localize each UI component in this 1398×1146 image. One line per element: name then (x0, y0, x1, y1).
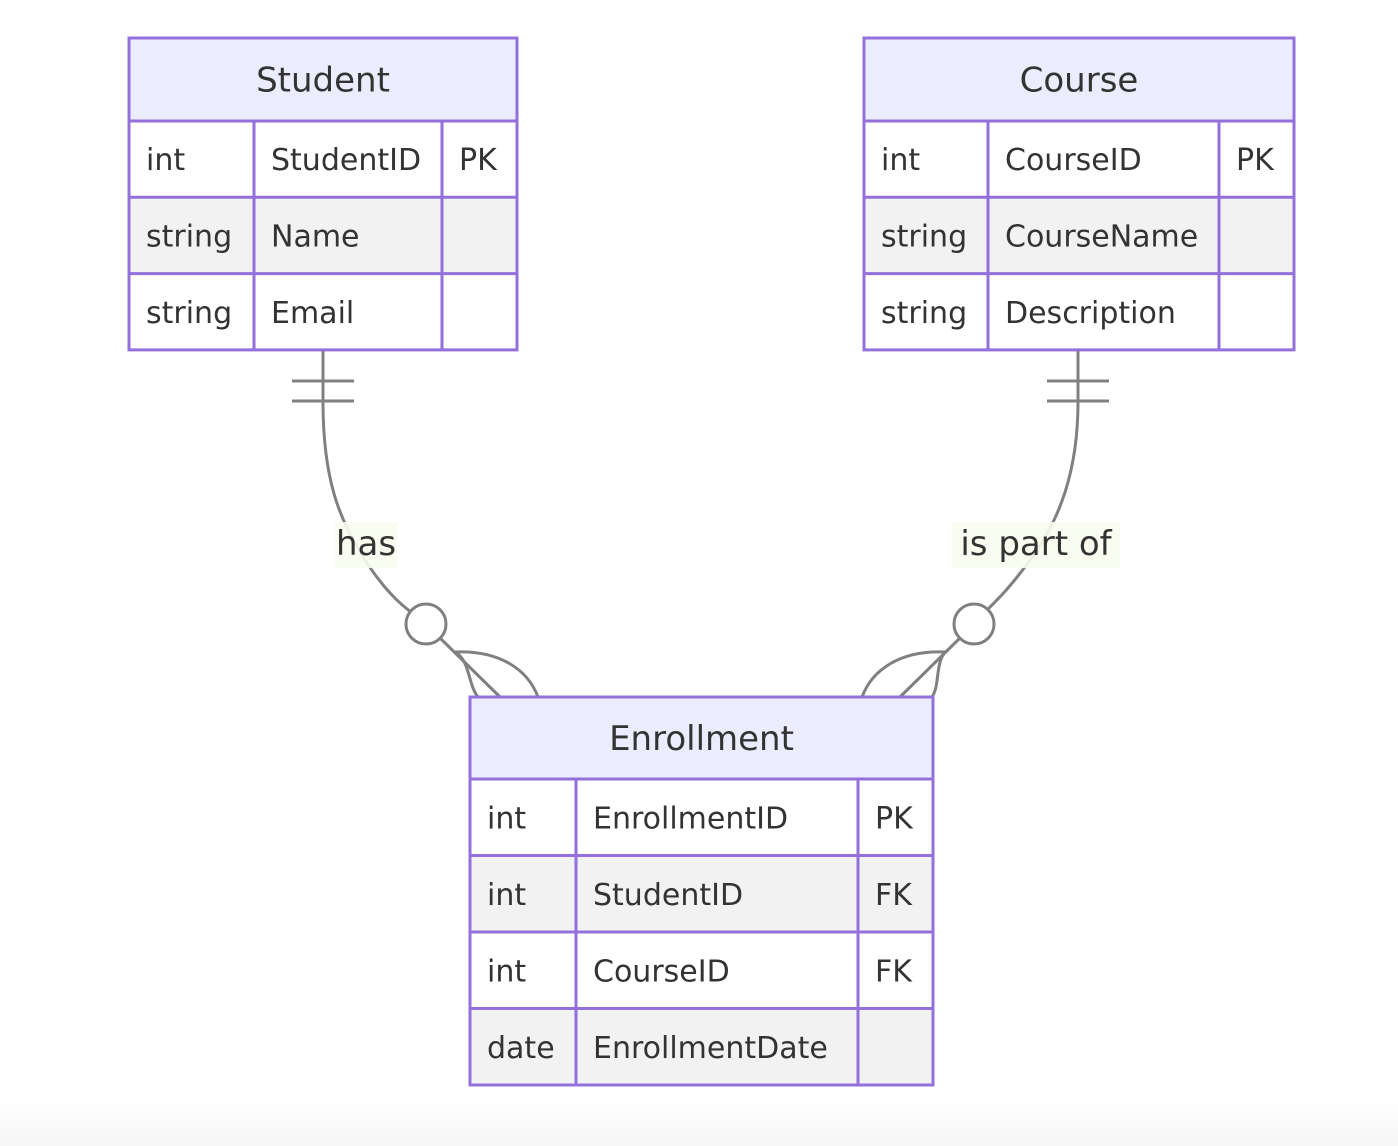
entity-outline (468, 695, 935, 1087)
entity-title: Enrollment (609, 719, 794, 759)
attribute-key: FK (875, 878, 913, 913)
attribute-type: string (881, 219, 967, 254)
relationship-label-bg (335, 522, 397, 568)
crowfoot-icon (898, 636, 962, 699)
relationship-label-is-part-of: is part of (960, 524, 1112, 564)
attribute-key: PK (875, 801, 914, 836)
attribute-key: FK (875, 954, 913, 989)
relationship-line (321, 350, 415, 616)
entity-outline (127, 36, 519, 352)
attribute-name: EnrollmentDate (593, 1031, 828, 1066)
entity-border (127, 36, 519, 352)
attribute-row: int EnrollmentID PK (470, 779, 933, 856)
relationship-student-enrollment (292, 350, 540, 699)
attribute-row-bg (470, 1008, 933, 1085)
attribute-name: CourseID (1005, 143, 1142, 178)
entity-header (129, 38, 517, 121)
entity-header (864, 38, 1294, 121)
crowfoot-icon (438, 636, 502, 699)
attribute-type: date (487, 1031, 555, 1066)
attribute-row: int CourseID FK (470, 932, 933, 1009)
attribute-name: CourseID (593, 954, 730, 989)
relationship-label-bg (952, 522, 1120, 568)
attribute-name: CourseName (1005, 219, 1198, 254)
attribute-name: Name (271, 219, 360, 254)
attribute-type: int (146, 143, 185, 178)
attribute-name: EnrollmentID (593, 801, 788, 836)
attribute-type: string (146, 219, 232, 254)
attribute-name: StudentID (593, 878, 743, 913)
attribute-row: string Description (864, 273, 1294, 350)
zero-marker-icon (952, 602, 996, 646)
attribute-row-bg (470, 932, 933, 1009)
entity-title: Student (256, 61, 390, 101)
attribute-key: PK (459, 143, 498, 178)
crowfoot-icon (454, 650, 480, 698)
entity-title: Course (1020, 61, 1139, 101)
attribute-row: int CourseID PK (864, 121, 1294, 198)
attribute-type: int (881, 143, 920, 178)
entity-header (470, 697, 933, 779)
zero-marker-icon (404, 602, 448, 646)
attribute-name: Description (1005, 296, 1176, 331)
crowfoot-icon (930, 651, 947, 698)
attribute-row-bg (864, 197, 1294, 274)
attribute-row-bg (129, 197, 517, 274)
attribute-row: int StudentID FK (470, 855, 933, 932)
attribute-row-bg (864, 121, 1294, 198)
attribute-row-bg (864, 273, 1294, 350)
attribute-type: string (881, 296, 967, 331)
crowfoot-icon (860, 650, 946, 698)
attribute-row-bg (129, 121, 517, 198)
crowfoot-icon (454, 650, 540, 698)
attribute-name: Email (271, 296, 354, 331)
attribute-row: int StudentID PK (129, 121, 517, 198)
attribute-row-bg (129, 273, 517, 350)
relationship-label-has: has (336, 524, 396, 564)
attribute-row: string CourseName (864, 197, 1294, 274)
relationship-course-enrollment (860, 350, 1109, 699)
entity-outline (862, 36, 1296, 352)
relationship-line (983, 350, 1080, 614)
attribute-row: string Name (129, 197, 517, 274)
attribute-type: int (487, 801, 526, 836)
entity-border (468, 695, 935, 1087)
attribute-type: int (487, 878, 526, 913)
attribute-row-bg (470, 855, 933, 932)
attribute-row-bg (470, 779, 933, 856)
attribute-key: PK (1236, 143, 1275, 178)
attribute-row: date EnrollmentDate (470, 1008, 933, 1085)
attribute-name: StudentID (271, 143, 421, 178)
entity-border (862, 36, 1296, 352)
attribute-type: int (487, 954, 526, 989)
attribute-row: string Email (129, 273, 517, 350)
attribute-type: string (146, 296, 232, 331)
